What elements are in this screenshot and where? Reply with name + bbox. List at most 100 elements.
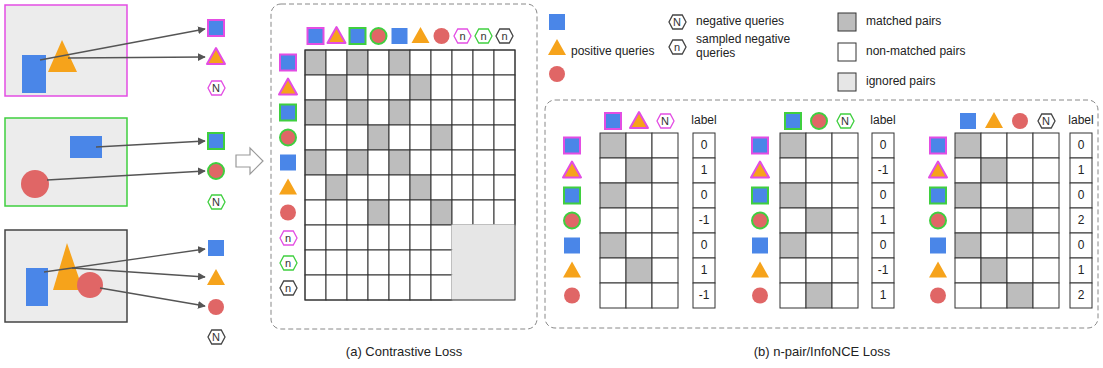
matrix-cell bbox=[305, 175, 326, 200]
query-square bbox=[392, 28, 408, 44]
matrix-cell bbox=[494, 175, 515, 200]
matrix-cell bbox=[347, 275, 368, 300]
object-square bbox=[26, 268, 48, 306]
legend-text: non-matched pairs bbox=[866, 45, 965, 59]
image-box bbox=[5, 5, 127, 96]
query-circle bbox=[930, 213, 946, 229]
matrix-cell bbox=[452, 175, 473, 200]
label-cell bbox=[1070, 133, 1092, 158]
matrix-cell bbox=[305, 275, 326, 300]
matrix-cell bbox=[305, 75, 326, 100]
query-letter: n bbox=[279, 255, 298, 271]
matrix-cell bbox=[780, 133, 806, 158]
negative-query: n bbox=[279, 255, 298, 271]
matrix-cell bbox=[389, 250, 410, 275]
matrix-cell bbox=[652, 258, 678, 283]
negative-query: n bbox=[279, 280, 298, 296]
query-letter: N bbox=[207, 194, 226, 210]
query-triangle bbox=[279, 79, 297, 95]
matrix-cell bbox=[431, 75, 452, 100]
query-square bbox=[549, 14, 565, 30]
query-triangle bbox=[548, 39, 566, 55]
matrix-cell bbox=[326, 150, 347, 175]
label-value: 1 bbox=[701, 264, 708, 278]
hexagon-outline bbox=[208, 330, 225, 344]
matrix-cell bbox=[305, 250, 326, 275]
query-letter: N bbox=[668, 14, 687, 30]
matrix-cell bbox=[1007, 283, 1033, 308]
matrix-cell bbox=[832, 258, 858, 283]
matrix-cell bbox=[368, 225, 389, 250]
matrix-cell bbox=[431, 100, 452, 125]
object-square bbox=[22, 55, 46, 93]
query-letter: N bbox=[1037, 113, 1056, 129]
query-square bbox=[564, 238, 580, 254]
matrix-cell bbox=[600, 208, 626, 233]
assign-arrow bbox=[68, 57, 205, 58]
label-cell bbox=[693, 283, 715, 308]
matrix-cell bbox=[473, 275, 494, 300]
matrix-cell bbox=[410, 275, 431, 300]
legend-text: matched pairs bbox=[866, 15, 941, 29]
matrix-cell bbox=[368, 275, 389, 300]
matrix-cell bbox=[305, 200, 326, 225]
dashed-panel bbox=[271, 4, 537, 329]
hexagon-outline bbox=[669, 40, 686, 54]
matrix-cell bbox=[494, 75, 515, 100]
label-value: 0 bbox=[701, 189, 708, 203]
matrix-cell bbox=[600, 183, 626, 208]
query-square bbox=[208, 20, 224, 36]
query-triangle bbox=[412, 27, 430, 43]
hexagon-outline bbox=[475, 29, 492, 43]
generated-graphics bbox=[207, 13, 1092, 315]
matrix-cell bbox=[494, 250, 515, 275]
subfigure-caption: (b) n-pair/InfoNCE Loss bbox=[754, 345, 891, 360]
matrix-cell bbox=[389, 275, 410, 300]
label-cell bbox=[872, 208, 894, 233]
hexagon-outline bbox=[208, 195, 225, 209]
query-letter: n bbox=[453, 28, 472, 44]
query-square bbox=[752, 238, 768, 254]
assign-arrow bbox=[100, 288, 205, 306]
matrix-cell bbox=[431, 250, 452, 275]
query-letter: N bbox=[656, 113, 675, 129]
column-header: label bbox=[870, 114, 895, 128]
matrix-cell bbox=[389, 75, 410, 100]
hexagon-outline bbox=[837, 114, 854, 128]
matrix-cell bbox=[368, 200, 389, 225]
matrix-cell bbox=[305, 150, 326, 175]
matrix-cell bbox=[981, 183, 1007, 208]
label-cell bbox=[872, 158, 894, 183]
negative-query: n bbox=[474, 28, 493, 44]
query-triangle bbox=[929, 262, 947, 278]
object-circle bbox=[21, 170, 49, 198]
matrix-cell bbox=[780, 158, 806, 183]
matrix-cell bbox=[347, 250, 368, 275]
negative-query: N bbox=[836, 113, 855, 129]
matrix-cell bbox=[326, 250, 347, 275]
hollow-arrow bbox=[236, 148, 263, 174]
matrix-cell bbox=[1007, 208, 1033, 233]
matrix-cell bbox=[452, 125, 473, 150]
matrix-cell bbox=[494, 50, 515, 75]
matrix-cell bbox=[326, 200, 347, 225]
label-value: 0 bbox=[701, 239, 708, 253]
matrix-cell bbox=[368, 75, 389, 100]
matrix-cell bbox=[780, 283, 806, 308]
legend-text: negative queries bbox=[696, 15, 784, 29]
matrix-cell bbox=[473, 250, 494, 275]
matrix-cell bbox=[832, 133, 858, 158]
matrix-cell bbox=[626, 283, 652, 308]
matrix-cell bbox=[389, 125, 410, 150]
matrix-cell bbox=[326, 225, 347, 250]
query-triangle bbox=[929, 162, 947, 178]
hexagon-outline bbox=[280, 256, 297, 270]
label-value: 0 bbox=[1078, 239, 1085, 253]
query-square bbox=[350, 28, 366, 44]
query-square bbox=[930, 238, 946, 254]
label-value: -1 bbox=[878, 164, 889, 178]
matrix-cell bbox=[368, 125, 389, 150]
matrix-cell bbox=[652, 158, 678, 183]
matrix-cell bbox=[780, 233, 806, 258]
matrix-cell bbox=[955, 233, 981, 258]
